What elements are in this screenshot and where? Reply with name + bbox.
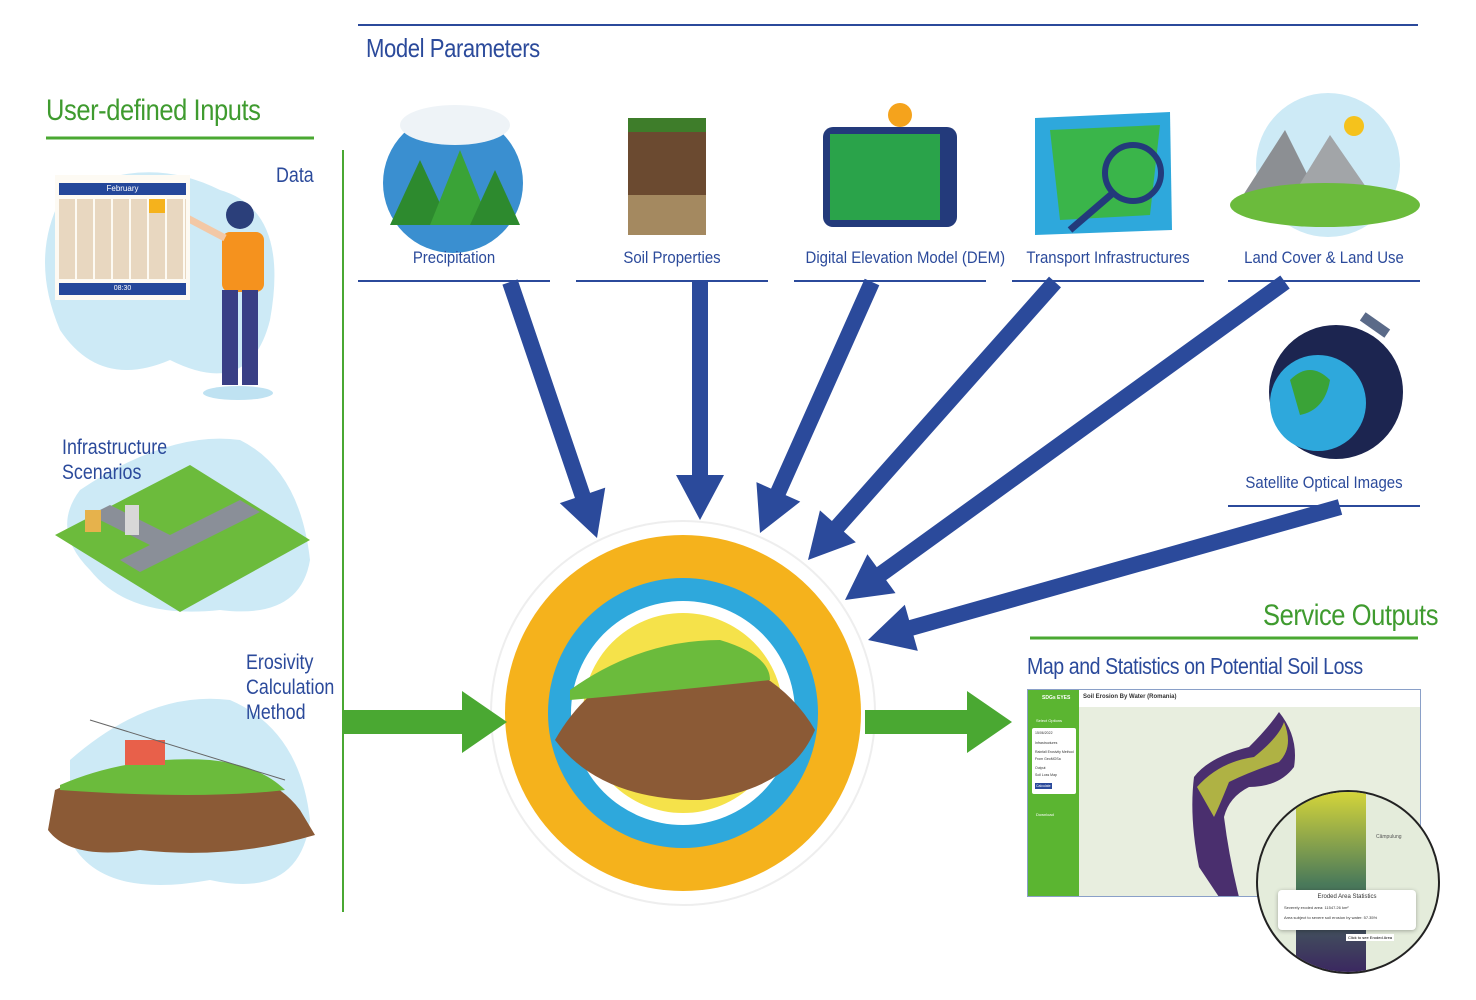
arrow-outputs	[865, 691, 1012, 753]
param-underline	[1228, 280, 1420, 282]
method-select: From GeoMOSa	[1035, 757, 1061, 761]
select-options: Select Options	[1036, 718, 1063, 723]
person-illustration	[170, 201, 273, 400]
arrow-transport	[808, 276, 1061, 560]
arrows	[343, 275, 1343, 753]
param-soil-properties: Soil Properties	[623, 248, 721, 267]
param-underline	[794, 280, 986, 282]
service-outputs-heading: Service Outputs	[1263, 599, 1439, 632]
param-underline	[358, 280, 550, 282]
zoom-lens: Câmpulung Eroded Area Statistics Severel…	[1256, 790, 1440, 974]
app-logo: SDGs EYES	[1042, 695, 1071, 701]
arrow-soil	[676, 282, 724, 520]
severe-pct: Area subject to severe soil erosion by w…	[1284, 915, 1378, 920]
dem-tablet-illustration	[823, 103, 957, 227]
input-infrastructure-label: Infrastructure Scenarios	[62, 436, 168, 484]
lens-map	[1296, 792, 1366, 972]
calendar-time: 08:30	[59, 283, 186, 295]
method-label: Rainfall Erosivity Method	[1035, 750, 1074, 754]
app-sidebar: SDGs EYES Select Options 15/06/2022 Infr…	[1028, 690, 1079, 896]
transport-map-illustration	[1035, 112, 1172, 235]
calendar-selected-day	[149, 199, 165, 213]
input-erosivity-label: Erosivity Calculation Method	[246, 651, 335, 724]
infrastructures-checkbox: Infrastructures	[1035, 741, 1058, 745]
param-underline	[1228, 505, 1420, 507]
landslide-illustration	[48, 719, 315, 853]
eroded-stats-popup: Eroded Area Statistics Severely eroded a…	[1278, 890, 1416, 930]
click-hint: Click to see Eroded Area	[1346, 934, 1395, 941]
arrow-precipitation	[502, 279, 606, 538]
soil-erosion-service-core	[490, 520, 876, 906]
landcover-illustration	[1230, 93, 1420, 237]
model-parameters-heading: Model Parameters	[366, 33, 540, 63]
input-data-label: Data	[276, 164, 314, 187]
arrow-inputs	[343, 691, 507, 753]
popup-title: Eroded Area Statistics	[1317, 894, 1377, 900]
precipitation-illustration	[383, 105, 523, 253]
download-link: Download	[1036, 812, 1054, 817]
output-label: Output	[1035, 766, 1046, 770]
param-landcover: Land Cover & Land Use	[1244, 248, 1404, 267]
map-stats-heading: Map and Statistics on Potential Soil Los…	[1027, 653, 1363, 679]
param-satellite: Satellite Optical Images	[1245, 473, 1403, 492]
soil-profile-illustration	[628, 118, 706, 235]
satellite-earth-illustration	[1269, 312, 1403, 459]
calendar-widget: February 08:30	[55, 175, 190, 300]
arrow-satellite	[868, 499, 1343, 651]
date-field: 15/06/2022	[1035, 731, 1053, 735]
lens-place: Câmpulung	[1376, 834, 1402, 840]
calculate-button: Calculate	[1035, 783, 1052, 789]
param-underline	[1012, 280, 1204, 282]
calendar-grid	[59, 199, 186, 279]
arrow-dem	[756, 278, 880, 533]
param-underline	[576, 280, 768, 282]
param-precipitation: Precipitation	[412, 248, 496, 267]
arrow-landcover	[845, 275, 1290, 600]
app-title: Soil Erosion By Water (Romania)	[1079, 690, 1420, 707]
erosion-map	[1192, 712, 1295, 896]
calendar-month: February	[59, 183, 186, 195]
output-select: Soil Loss Map	[1035, 773, 1057, 777]
param-transport: Transport Infrastructures	[1026, 248, 1190, 267]
user-inputs-heading: User-defined Inputs	[46, 94, 261, 127]
city-illustration	[55, 465, 310, 612]
severe-area: Severely eroded area: 11547.26 km²	[1284, 905, 1349, 910]
options-card: 15/06/2022 Infrastructures Rainfall Eros…	[1032, 728, 1076, 794]
param-dem: Digital Elevation Model (DEM)	[805, 248, 1006, 267]
